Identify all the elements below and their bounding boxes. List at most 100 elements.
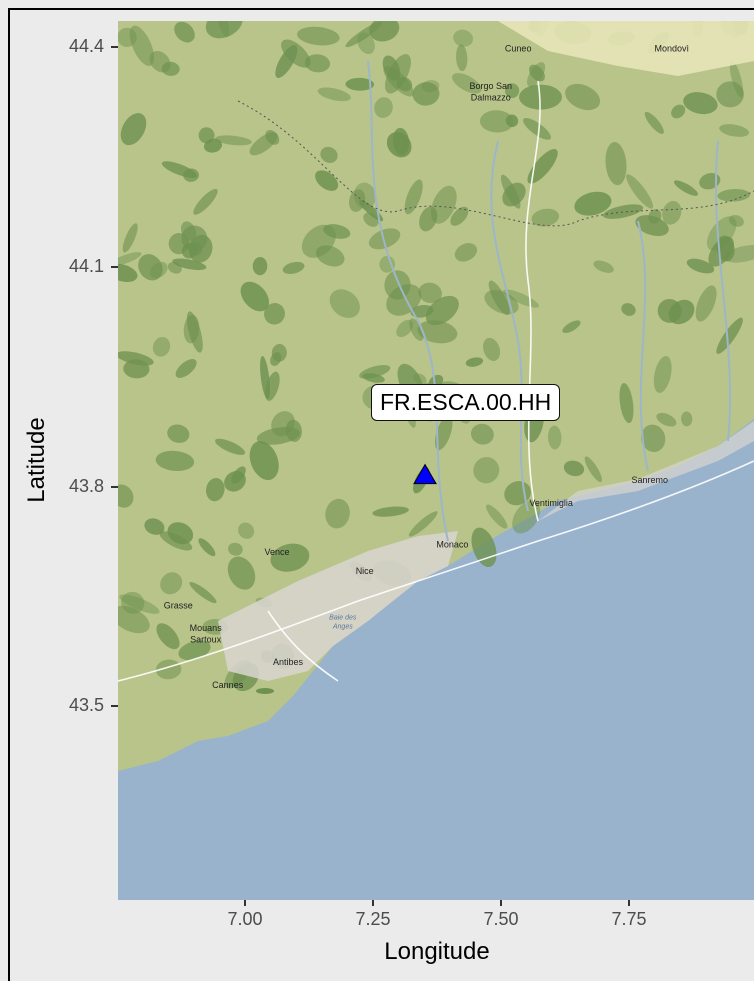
- terrain-shade: [348, 189, 366, 212]
- terrain-shade: [434, 415, 453, 451]
- terrain-shade: [270, 352, 282, 366]
- terrain-shade: [512, 500, 541, 534]
- terrain-shade: [386, 132, 412, 158]
- y-axis-title: Latitude: [23, 417, 50, 503]
- terrain-shade: [621, 303, 636, 316]
- terrain-shade: [454, 243, 478, 262]
- terrain-shade: [329, 289, 360, 318]
- terrain-shade: [160, 572, 183, 595]
- urban-area: [218, 531, 458, 681]
- terrain-shade: [372, 506, 409, 517]
- terrain-shade: [152, 336, 171, 357]
- terrain-shade: [465, 357, 484, 367]
- border-line: [237, 100, 754, 227]
- river: [367, 60, 449, 542]
- terrain-shade: [359, 364, 391, 379]
- terrain-shade: [452, 73, 482, 94]
- terrain-shade: [662, 201, 682, 225]
- terrain-shade: [547, 425, 562, 450]
- terrain-shade: [320, 146, 338, 163]
- terrain-shade: [470, 423, 494, 445]
- terrain-shade: [304, 54, 331, 73]
- terrain-shade: [118, 605, 150, 634]
- terrain-shade: [214, 135, 252, 146]
- terrain-shade: [198, 538, 216, 557]
- terrain-shade: [374, 97, 393, 118]
- x-tickmark: [500, 900, 502, 906]
- road: [118, 460, 754, 682]
- terrain-shade: [683, 92, 718, 115]
- terrain-shade: [716, 81, 744, 108]
- terrain-shade: [205, 21, 243, 39]
- terrain-shade: [129, 25, 155, 66]
- terrain-shade: [172, 258, 207, 271]
- y-tick-label: 43.8: [68, 476, 104, 496]
- x-tick-label: 7.00: [227, 909, 263, 929]
- terrain-shade: [159, 531, 193, 551]
- terrain-shade: [695, 285, 717, 322]
- terrain-shade: [118, 252, 142, 267]
- terrain-shade: [644, 111, 664, 134]
- terrain-shade: [270, 543, 310, 572]
- x-tick-label: 7.25: [355, 909, 391, 929]
- terrain-shade: [565, 83, 601, 111]
- x-tick-label: 7.50: [483, 909, 519, 929]
- terrain-shade: [653, 356, 672, 393]
- terrain-shade: [527, 149, 558, 184]
- place-label: Antibes: [273, 657, 304, 667]
- river: [714, 140, 732, 442]
- terrain-shade: [260, 355, 270, 400]
- y-tickmark: [111, 705, 118, 707]
- terrain-shade: [404, 179, 423, 215]
- terrain-shade: [686, 258, 715, 274]
- terrain-shade: [408, 511, 438, 537]
- terrain-shade: [485, 504, 508, 529]
- terrain-shade: [626, 174, 654, 209]
- terrain-shade: [382, 55, 401, 81]
- plain-area: [498, 21, 754, 76]
- terrain-shade: [178, 640, 211, 661]
- terrain-shade: [249, 441, 279, 481]
- y-tickmark: [111, 266, 118, 268]
- terrain-shade: [155, 450, 195, 472]
- terrain-shade: [118, 484, 134, 508]
- terrain-shade: [523, 118, 551, 140]
- urban-area: [538, 421, 754, 521]
- terrain-shade: [500, 174, 521, 209]
- terrain-shade: [584, 456, 602, 483]
- place-label: Nice: [356, 566, 374, 576]
- terrain-shade: [648, 209, 662, 224]
- terrain-shade: [562, 320, 581, 333]
- terrain-shade: [206, 477, 225, 502]
- place-label: Dalmazzo: [471, 93, 511, 103]
- terrain-shade: [409, 318, 424, 341]
- terrain-shade: [418, 282, 442, 304]
- terrain-shade: [240, 281, 269, 312]
- terrain-shade: [386, 284, 422, 316]
- terrain-shade: [368, 228, 401, 250]
- x-axis-title: Longitude: [384, 938, 490, 965]
- terrain-shade: [483, 337, 501, 361]
- terrain-shade: [419, 206, 438, 232]
- terrain-shade: [417, 320, 458, 344]
- terrain-shade: [265, 129, 280, 145]
- island: [256, 688, 274, 694]
- water-label: Anges: [332, 624, 353, 631]
- terrain-shade: [719, 124, 750, 137]
- terrain-shade: [264, 303, 285, 325]
- road: [525, 80, 541, 522]
- place-label: Vence: [264, 547, 289, 557]
- river: [490, 140, 529, 512]
- terrain-shade: [656, 412, 677, 427]
- place-label: Ventimiglia: [529, 498, 573, 508]
- place-label: Sartoux: [190, 634, 222, 644]
- terrain-shade: [252, 257, 268, 276]
- terrain-shade: [574, 191, 612, 216]
- x-tickmark: [244, 900, 246, 906]
- terrain-shade: [120, 113, 147, 146]
- terrain-shade: [118, 263, 138, 283]
- terrain-shade: [325, 498, 350, 529]
- terrain-shade: [450, 206, 469, 226]
- terrain-shade: [317, 87, 351, 102]
